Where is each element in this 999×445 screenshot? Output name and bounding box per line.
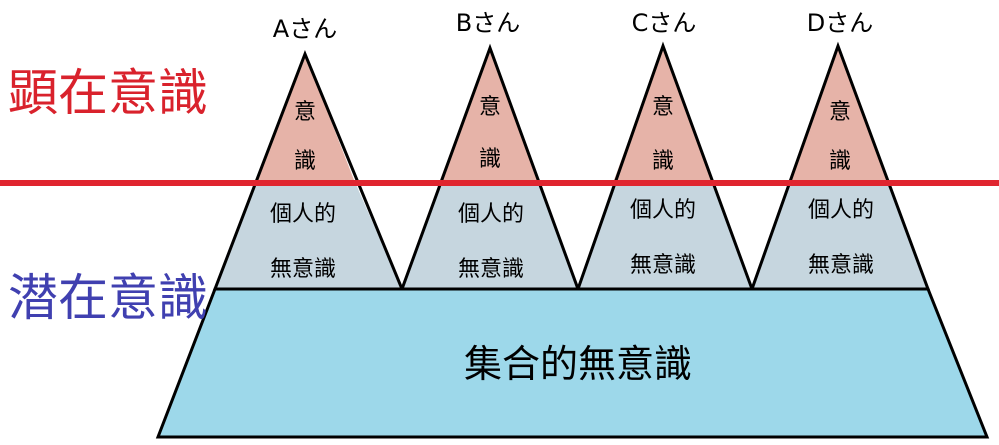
peak-c-personal-top: 個人的 <box>630 198 696 223</box>
peak-c-conscious-bottom: 識 <box>652 149 674 174</box>
peak-d-conscious-top: 意 <box>829 100 851 125</box>
peak-a-personal-top: 個人的 <box>270 202 336 227</box>
peak-c-outline <box>575 41 755 291</box>
peak-a-conscious-bottom: 識 <box>294 149 316 174</box>
peak-a-personal-bottom: 無意識 <box>270 257 336 282</box>
peak-c-personal <box>578 180 752 289</box>
peak-b <box>399 43 581 291</box>
peak-d-personal <box>752 180 928 289</box>
person-c-name: Cさん <box>632 9 697 37</box>
peak-b-conscious-top: 意 <box>479 95 501 120</box>
conscious-label: 顕在意識 <box>8 64 208 122</box>
peak-b-personal-top: 個人的 <box>458 202 524 227</box>
peak-c <box>575 41 755 291</box>
peak-b-conscious-bottom: 識 <box>479 147 501 172</box>
peak-d-conscious <box>790 46 887 180</box>
peak-b-personal <box>402 180 578 289</box>
peak-d-personal-top: 個人的 <box>808 198 874 223</box>
peak-a-outline <box>212 49 405 291</box>
subconscious-label: 潜在意識 <box>8 269 208 327</box>
collective-unconscious-label: 集合的無意識 <box>464 342 692 386</box>
peak-c-personal-bottom: 無意識 <box>630 253 696 278</box>
peak-c-conscious <box>614 46 711 180</box>
peak-b-outline <box>399 43 581 291</box>
peak-a-personal <box>215 180 402 289</box>
peak-d-conscious-bottom: 識 <box>829 149 851 174</box>
peak-b-personal-bottom: 無意識 <box>458 257 524 282</box>
person-b-name: Bさん <box>456 9 520 37</box>
peak-d-outline <box>749 41 931 291</box>
person-d-name: Dさん <box>807 9 873 37</box>
peak-d-personal-bottom: 無意識 <box>808 253 874 278</box>
peak-a-conscious-top: 意 <box>294 100 316 125</box>
peak-d <box>749 41 931 291</box>
peak-a <box>212 49 405 291</box>
peak-c-conscious-top: 意 <box>652 95 674 120</box>
peak-a-conscious <box>256 54 354 180</box>
peak-b-conscious <box>440 48 538 180</box>
person-a-name: Aさん <box>273 15 337 43</box>
